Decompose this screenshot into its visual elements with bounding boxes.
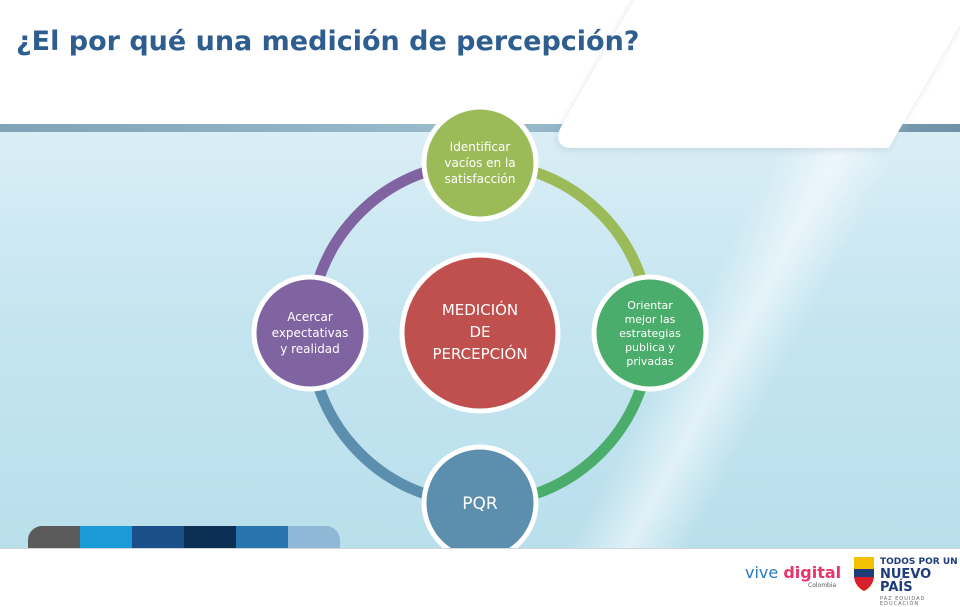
bottom-tab-1: [28, 526, 80, 552]
ring-arc-4: [309, 162, 441, 294]
cycle-node-1-label-line-1: Identificar: [450, 140, 511, 154]
center-label-line-3: PERCEPCIÓN: [432, 344, 527, 363]
ring-arc-2: [519, 372, 651, 504]
cycle-node-4-label-line-1: Acercar: [287, 310, 333, 324]
cycle-node-3-label-line-1: PQR: [462, 494, 498, 514]
logo-line-2: NUEVO PAÍS: [880, 567, 932, 595]
cycle-node-2-label-line-4: publica y: [625, 341, 675, 354]
logo-line-1: TODOS POR UN: [880, 557, 958, 567]
center-label-line-2: DE: [469, 323, 490, 341]
bottom-color-tabs: [28, 526, 340, 552]
bottom-tab-5: [236, 526, 288, 552]
vive-digital-logo: vive digital: [745, 563, 841, 582]
center-circle-group: MEDICIÓN DE PERCEPCIÓN: [399, 252, 561, 414]
slide-title: ¿El por qué una medición de percepción?: [16, 26, 640, 57]
cycle-node-1-label-line-2: vacíos en la: [444, 156, 515, 170]
bottom-tab-3: [132, 526, 184, 552]
cycle-node-4-label-line-3: y realidad: [280, 342, 340, 356]
bottom-tab-4: [184, 526, 236, 552]
cycle-node-2-label-line-1: Orientar: [627, 299, 673, 312]
cycle-nodes: Identificar vacíos en la satisfacciónOrien…: [251, 104, 709, 562]
vive-digital-logo-word-1: vive: [745, 563, 779, 582]
cycle-node-1: Identificar vacíos en la satisfacción: [421, 104, 539, 222]
cycle-node-2-label-line-5: privadas: [626, 355, 674, 368]
cycle-node-4: Acercar expectativas y realidad: [251, 274, 369, 392]
cycle-node-2-label-line-2: mejor las: [625, 313, 676, 326]
ring-arc-3: [309, 372, 441, 504]
cycle-node-3: PQR: [421, 444, 539, 562]
cycle-node-4-label-line-2: expectativas: [272, 326, 349, 340]
vive-digital-logo-country: Colombia: [808, 582, 837, 589]
cycle-node-circle-4: [251, 274, 369, 392]
cycle-ring: [309, 162, 651, 504]
bottom-tab-6: [288, 526, 340, 552]
cycle-node-circle-2: [591, 274, 709, 392]
footer-bar: [0, 548, 960, 601]
cycle-node-2-label-line-3: estrategias: [619, 327, 681, 340]
cycle-node-1-label-line-3: satisfacción: [445, 172, 516, 186]
bottom-tab-2: [80, 526, 132, 552]
vive-digital-logo-word-2: digital: [783, 563, 842, 582]
center-label-line-1: MEDICIÓN: [442, 300, 518, 319]
cycle-node-circle-1: [421, 104, 539, 222]
logo-line-3: PAZ EQUIDAD EDUCACIÓN: [880, 596, 926, 607]
ring-arc-1: [519, 162, 651, 294]
colombia-shield-icon: [854, 557, 874, 591]
center-circle: [399, 252, 561, 414]
